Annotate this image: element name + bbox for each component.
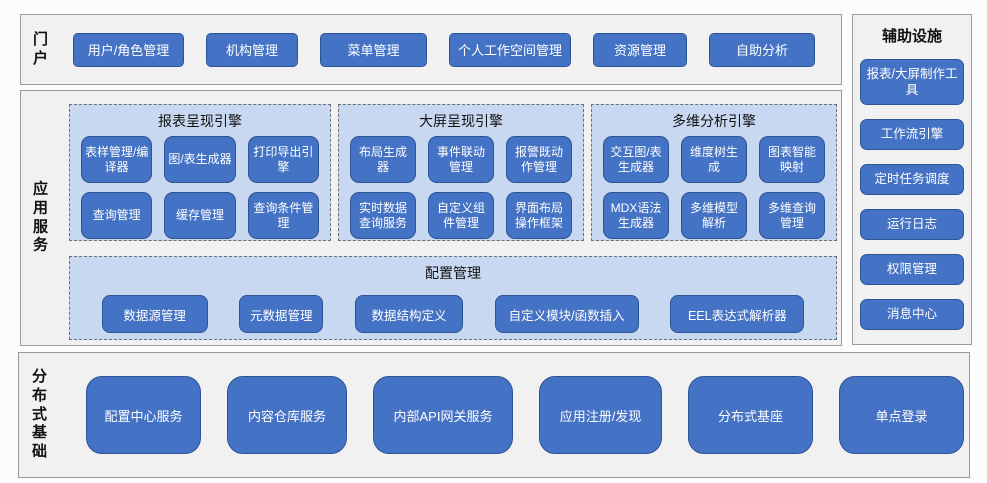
data-structure-definition-node: 数据结构定义 (354, 295, 463, 333)
report-dashboard-authoring-tool-node: 报表/大屏制作工具 (860, 59, 964, 105)
report-render-engine-nodes: 表样管理/编译器 图/表生成器 打印导出引擎 查询管理 缓存管理 查询条件管理 (70, 136, 330, 239)
dimension-tree-generation-node: 维度树生成 (681, 136, 747, 183)
query-management-node: 查询管理 (81, 192, 153, 239)
app-services-content: 报表呈现引擎 表样管理/编译器 图/表生成器 打印导出引擎 查询管理 缓存管理 … (69, 104, 837, 340)
app-services-section: 应用服务 报表呈现引擎 表样管理/编译器 图/表生成器 打印导出引擎 查询管理 … (20, 90, 842, 346)
olap-analysis-engine-group: 多维分析引擎 交互图/表生成器 维度树生成 图表智能映射 MDX语法生成器 多维… (591, 104, 837, 241)
self-service-analysis-node: 自助分析 (709, 32, 815, 67)
permission-management-node: 权限管理 (860, 254, 964, 285)
engine-groups-row: 报表呈现引擎 表样管理/编译器 图/表生成器 打印导出引擎 查询管理 缓存管理 … (69, 104, 837, 241)
portal-section: 门户 用户/角色管理 机构管理 菜单管理 个人工作空间管理 资源管理 自助分析 (20, 14, 842, 85)
auxiliary-facilities-section: 辅助设施 报表/大屏制作工具 工作流引擎 定时任务调度 运行日志 权限管理 消息… (852, 14, 972, 345)
cache-management-node: 缓存管理 (164, 192, 236, 239)
app-services-label: 应用服务 (32, 180, 48, 254)
alarm-action-management-node: 报警既动作管理 (506, 136, 572, 183)
app-register-discovery-node: 应用注册/发现 (539, 376, 662, 454)
distributed-foundation-section: 分布式基础 配置中心服务 内容仓库服务 内部API网关服务 应用注册/发现 分布… (18, 352, 970, 478)
user-role-management-node: 用户/角色管理 (73, 32, 184, 67)
auxiliary-facilities-nodes: 报表/大屏制作工具 工作流引擎 定时任务调度 运行日志 权限管理 消息中心 (853, 59, 971, 330)
menu-management-node: 菜单管理 (320, 32, 427, 67)
print-export-engine-node: 打印导出引擎 (247, 136, 319, 183)
report-render-engine-title: 报表呈现引擎 (158, 113, 242, 129)
dashboard-render-engine-title: 大屏呈现引擎 (419, 113, 503, 129)
olap-analysis-engine-title: 多维分析引擎 (672, 113, 756, 129)
distributed-foundation-nodes: 配置中心服务 内容仓库服务 内部API网关服务 应用注册/发现 分布式基座 单点… (86, 376, 964, 454)
datasource-management-node: 数据源管理 (101, 295, 208, 333)
message-center-node: 消息中心 (860, 299, 964, 330)
metadata-management-node: 元数据管理 (239, 295, 324, 333)
distributed-foundation-label: 分布式基础 (31, 368, 47, 461)
auxiliary-facilities-label: 辅助设施 (881, 28, 942, 45)
event-linkage-management-node: 事件联动管理 (428, 136, 494, 183)
personal-workspace-management-node: 个人工作空间管理 (449, 32, 571, 67)
portal-nodes: 用户/角色管理 机构管理 菜单管理 个人工作空间管理 资源管理 自助分析 (73, 32, 815, 67)
config-management-group: 配置管理 数据源管理 元数据管理 数据结构定义 自定义模块/函数插入 EEL表达… (69, 256, 837, 340)
distributed-base-node: 分布式基座 (688, 376, 813, 454)
resource-management-node: 资源管理 (593, 32, 687, 67)
query-condition-management-node: 查询条件管理 (247, 192, 319, 239)
org-management-node: 机构管理 (206, 32, 298, 67)
content-repository-service-node: 内容仓库服务 (227, 376, 347, 454)
report-render-engine-group: 报表呈现引擎 表样管理/编译器 图/表生成器 打印导出引擎 查询管理 缓存管理 … (69, 104, 331, 241)
mdx-syntax-generator-node: MDX语法生成器 (603, 192, 669, 239)
report-template-compiler-node: 表样管理/编译器 (81, 136, 153, 183)
scheduled-task-scheduler-node: 定时任务调度 (860, 164, 964, 195)
ui-layout-framework-node: 界面布局操作框架 (506, 192, 572, 239)
multidim-query-management-node: 多维查询管理 (759, 192, 825, 239)
layout-generator-node: 布局生成器 (350, 136, 416, 183)
custom-module-function-insert-node: 自定义模块/函数插入 (494, 295, 639, 333)
realtime-data-query-service-node: 实时数据查询服务 (350, 192, 416, 239)
custom-component-management-node: 自定义组件管理 (428, 192, 494, 239)
multidim-model-parser-node: 多维模型解析 (681, 192, 747, 239)
portal-label: 门户 (32, 30, 48, 67)
chart-table-generator-node: 图/表生成器 (164, 136, 236, 183)
dashboard-render-engine-nodes: 布局生成器 事件联动管理 报警既动作管理 实时数据查询服务 自定义组件管理 界面… (339, 136, 583, 239)
workflow-engine-node: 工作流引擎 (860, 119, 964, 150)
interactive-chart-generator-node: 交互图/表生成器 (603, 136, 669, 183)
single-sign-on-node: 单点登录 (839, 376, 964, 454)
dashboard-render-engine-group: 大屏呈现引擎 布局生成器 事件联动管理 报警既动作管理 实时数据查询服务 自定义… (338, 104, 584, 241)
internal-api-gateway-service-node: 内部API网关服务 (373, 376, 513, 454)
eel-expression-parser-node: EEL表达式解析器 (670, 295, 805, 333)
config-management-nodes: 数据源管理 元数据管理 数据结构定义 自定义模块/函数插入 EEL表达式解析器 (70, 295, 836, 333)
chart-smart-mapping-node: 图表智能映射 (759, 136, 825, 183)
olap-analysis-engine-nodes: 交互图/表生成器 维度树生成 图表智能映射 MDX语法生成器 多维模型解析 多维… (592, 136, 836, 239)
run-log-node: 运行日志 (860, 209, 964, 240)
config-management-title: 配置管理 (425, 265, 481, 281)
config-center-service-node: 配置中心服务 (86, 376, 201, 454)
